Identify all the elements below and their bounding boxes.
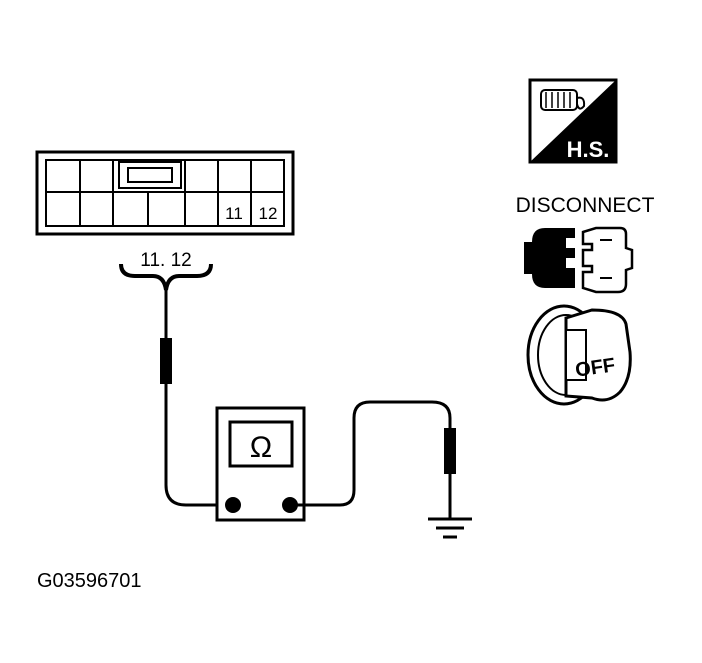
probe-pin-label: 11. 12 (140, 250, 191, 271)
disconnect-label: DISCONNECT (516, 194, 655, 217)
hs-icon-label: H.S. (567, 137, 610, 162)
hs-icon: H.S. (528, 78, 618, 164)
probe-lead-left (160, 290, 232, 507)
ohmmeter: Ω (215, 406, 306, 522)
pin-11-label: 11 (225, 204, 243, 223)
connector-disconnect-icon (524, 226, 634, 294)
connector-face: 11 12 (35, 150, 295, 236)
pin-12-label: 12 (259, 204, 278, 223)
ohm-symbol: Ω (250, 431, 272, 464)
ground-icon (428, 517, 472, 539)
meter-terminal-left (225, 497, 241, 513)
figure-id: G03596701 (37, 570, 142, 592)
ignition-key-off-icon: OFF (526, 304, 632, 406)
probe-lead-right (290, 400, 456, 518)
